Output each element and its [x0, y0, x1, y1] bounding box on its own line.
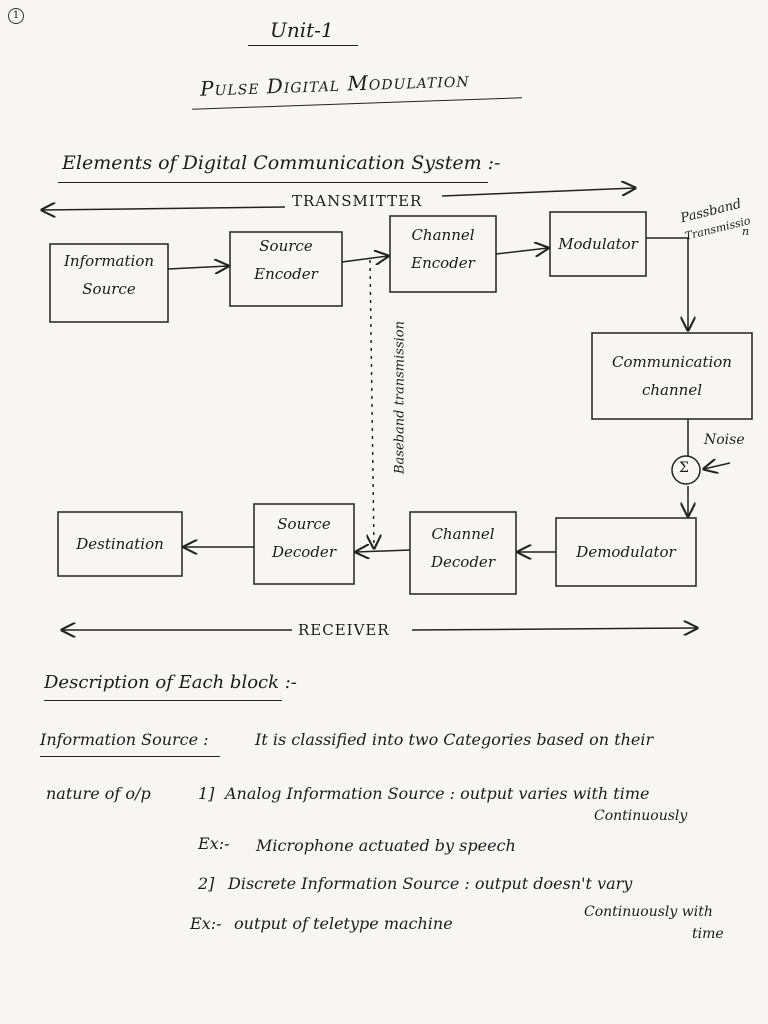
item-2-continuation-2: time [692, 926, 724, 942]
baseband-dotted-line [370, 259, 374, 548]
section-title-underline [58, 182, 488, 183]
info-source-text-2: nature of o/p [46, 784, 151, 803]
example-2-label: Ex:- [190, 914, 222, 933]
summer-circle [671, 455, 701, 485]
item-2-number: 2] [198, 874, 215, 893]
arrow-encoder-to-channel-encoder [341, 256, 388, 262]
communication-channel-block [591, 332, 753, 420]
unit-underline [248, 45, 358, 46]
arrow-modulator-to-channel [646, 237, 688, 330]
description-heading: Description of Each block :- [44, 672, 297, 693]
receiver-label: RECEIVER [298, 621, 390, 639]
item-1-continuation: Continuously [594, 808, 688, 824]
transmitter-label: TRANSMITTER [292, 192, 423, 210]
item-1-text: Analog Information Source : output varie… [225, 784, 650, 803]
demodulator-label: Demodulator [576, 543, 676, 561]
item-1-number: 1] [198, 784, 215, 803]
item-2-continuation-1: Continuously with [584, 904, 713, 920]
destination-label: Destination [76, 535, 164, 553]
destination-block [57, 511, 183, 577]
receiver-span-right [411, 628, 697, 630]
arrow-channel-encoder-to-modulator [495, 248, 548, 254]
page-number: 1 [8, 8, 24, 24]
info-source-term-underline [40, 756, 220, 757]
transmitter-span-right [441, 188, 635, 197]
modulator-label: Modulator [558, 235, 638, 253]
source-encoder-block [229, 231, 343, 307]
information-source-block [49, 243, 169, 323]
source-decoder-block [253, 503, 355, 585]
example-1-label: Ex:- [198, 834, 230, 853]
transmitter-span-left [42, 207, 286, 210]
unit-title: Unit-1 [270, 18, 334, 42]
example-1-text: Microphone actuated by speech [256, 836, 516, 855]
section-title: Elements of Digital Communication System… [62, 152, 501, 174]
description-heading-underline [44, 700, 282, 701]
channel-decoder-block [409, 511, 517, 595]
info-source-term: Information Source : [40, 730, 209, 749]
noise-label: Noise [704, 432, 745, 448]
arrow-info-to-encoder [167, 266, 228, 269]
arrow-noise-to-sum [704, 463, 731, 469]
example-2-text: output of teletype machine [234, 914, 453, 933]
arrow-channel-decoder-to-source-decoder [356, 550, 411, 552]
passband-label-3: n [742, 225, 750, 238]
item-2-text: Discrete Information Source : output doe… [228, 874, 633, 893]
baseband-label: Baseband transmission [392, 321, 408, 474]
info-source-text-1: It is classified into two Categories bas… [255, 730, 654, 749]
summer-symbol: Σ [679, 460, 689, 476]
